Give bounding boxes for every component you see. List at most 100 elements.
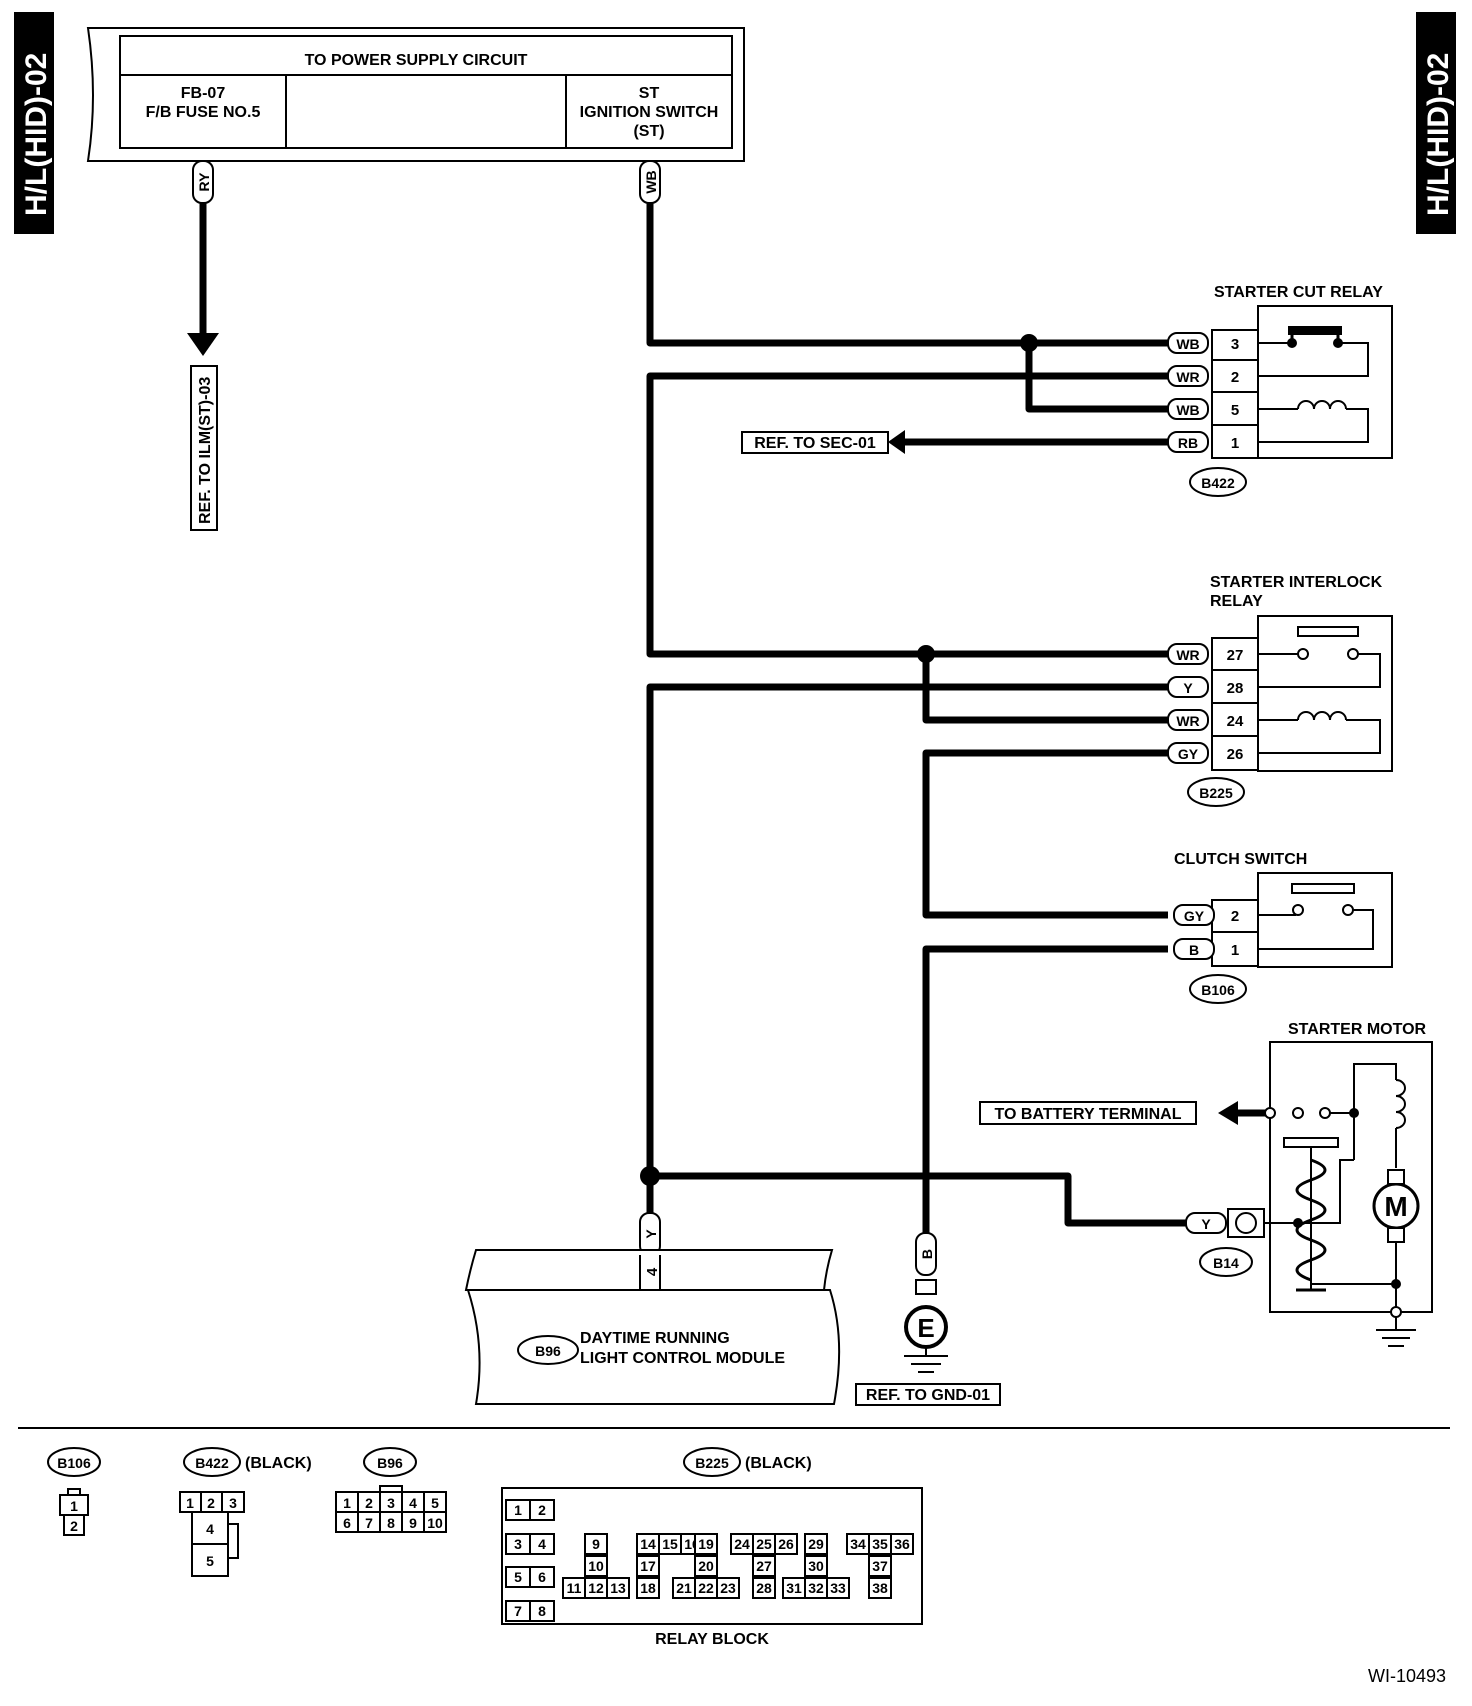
svg-text:H/L(HID)-02: H/L(HID)-02: [20, 53, 53, 216]
svg-text:1: 1: [343, 1495, 351, 1511]
relay-block-cell-27: [752, 1555, 776, 1577]
relay-block-cell-30: [804, 1555, 828, 1577]
relay-block-pin-label: 4: [538, 1536, 546, 1552]
svg-text:1: 1: [186, 1495, 194, 1511]
relay-block-cell-2: [529, 1499, 555, 1521]
svg-text:5: 5: [431, 1495, 439, 1511]
svg-text:1: 1: [1231, 435, 1239, 452]
svg-text:(BLACK): (BLACK): [245, 1455, 312, 1472]
wire-wb-branch: [1025, 343, 1168, 413]
relay-block-pin-label: 6: [538, 1569, 546, 1585]
relay-block-cell-23: [716, 1577, 740, 1599]
drl-label-1: DAYTIME RUNNING: [580, 1330, 730, 1347]
relay-block-pin-label: 13: [610, 1580, 626, 1596]
svg-text:STARTER INTERLOCK: STARTER INTERLOCK: [1210, 574, 1383, 591]
relay-block-cell-37: [868, 1555, 892, 1577]
b14-connector-label: B14: [1213, 1255, 1239, 1271]
junction-wr: [917, 645, 935, 663]
svg-text:3: 3: [1231, 336, 1239, 353]
relay-block-pin-label: 10: [588, 1558, 604, 1574]
legend-b96: B96 1 2 3 4 5 6 7 8 9 10: [335, 1447, 447, 1533]
svg-text:2: 2: [70, 1518, 78, 1534]
svg-text:WB: WB: [1176, 402, 1199, 418]
fuse-label-1: FB-07: [181, 85, 226, 102]
relay-block-pin-label: 37: [872, 1558, 888, 1574]
ref-ilm-label: REF. TO ILM(ST)-03: [190, 365, 218, 531]
b96-connector-label: B96: [535, 1343, 561, 1359]
relay-block-cell-26: [774, 1533, 798, 1555]
relay-block-cell-31: [782, 1577, 806, 1599]
svg-text:3: 3: [229, 1495, 237, 1511]
svg-text:1: 1: [70, 1498, 78, 1514]
figure-id: WI-10493: [1368, 1666, 1446, 1686]
svg-text:2: 2: [1231, 369, 1239, 386]
relay-block-pin-label: 29: [808, 1536, 824, 1552]
svg-text:RY: RY: [196, 172, 212, 192]
relay-block-cell-8: [529, 1600, 555, 1622]
power-supply-title: TO POWER SUPPLY CIRCUIT: [305, 52, 528, 69]
relay-block-pin-label: 7: [514, 1603, 522, 1619]
svg-text:Y: Y: [1183, 680, 1193, 696]
svg-text:WR: WR: [1176, 647, 1199, 663]
relay-block-pin-label: 20: [698, 1558, 714, 1574]
ground-connection: B E REF. TO GND-01: [855, 1232, 1001, 1406]
relay-block-pin-label: 23: [720, 1580, 736, 1596]
ref-sec-label: REF. TO SEC-01: [741, 431, 889, 454]
relay-block-pin-label: 31: [786, 1580, 802, 1596]
wire-wr-24: [922, 654, 1168, 724]
ignition-label-2: IGNITION SWITCH: [580, 104, 719, 121]
relay-block-pin-label: 26: [778, 1536, 794, 1552]
relay-block-pin-label: 3: [514, 1536, 522, 1552]
page-tag-left: H/L(HID)-02: [14, 12, 54, 234]
wire-y-main: [646, 683, 1168, 1213]
svg-text:27: 27: [1227, 647, 1244, 664]
relay-block-cell-10: [584, 1555, 608, 1577]
relay-block-cell-28: [752, 1577, 776, 1599]
motor-symbol: M: [1384, 1191, 1407, 1222]
starter-cut-relay: STARTER CUT RELAY WB WR WB RB 3 2 5 1 B4…: [1167, 284, 1393, 497]
relay-block-pin-label: 22: [698, 1580, 714, 1596]
relay-block-pin-label: 35: [872, 1536, 888, 1552]
svg-text:CLUTCH SWITCH: CLUTCH SWITCH: [1174, 851, 1307, 868]
svg-text:RB: RB: [1178, 435, 1198, 451]
svg-text:4: 4: [409, 1495, 417, 1511]
legend-b106: B106 1 2: [47, 1447, 101, 1536]
relay-block-cell-11: [562, 1577, 586, 1599]
fuse-label-2: F/B FUSE NO.5: [146, 104, 261, 121]
svg-text:REF. TO SEC-01: REF. TO SEC-01: [754, 435, 876, 452]
relay-block-cell-36: [890, 1533, 914, 1555]
svg-text:B225: B225: [695, 1455, 729, 1471]
svg-text:B: B: [919, 1249, 935, 1259]
relay-block-pin-label: 34: [850, 1536, 866, 1552]
ry-wire: RY: [187, 160, 219, 356]
svg-text:B: B: [1189, 942, 1199, 958]
clutch-switch: CLUTCH SWITCH GY B 2 1 B106: [1173, 851, 1393, 1004]
svg-text:RELAY: RELAY: [1210, 593, 1263, 610]
svg-text:WB: WB: [1176, 336, 1199, 352]
relay-block-cell-33: [826, 1577, 850, 1599]
wire-wb-main: [646, 203, 1168, 347]
relay-block-pin-label: 2: [538, 1502, 546, 1518]
svg-text:2: 2: [365, 1495, 373, 1511]
svg-text:WB: WB: [643, 170, 659, 193]
ignition-label-3: (ST): [633, 123, 664, 140]
wire-wr: [646, 372, 1168, 658]
starter-interlock-relay: STARTER INTERLOCK RELAY WR Y WR GY 27 28…: [1167, 574, 1393, 807]
relay-block-pin-label: 25: [756, 1536, 772, 1552]
svg-text:1: 1: [1231, 942, 1239, 959]
relay-block-pin-label: 38: [872, 1580, 888, 1596]
b106-connector-label: B106: [1201, 982, 1235, 998]
relay-block-pin-label: 28: [756, 1580, 772, 1596]
svg-text:REF. TO ILM(ST)-03: REF. TO ILM(ST)-03: [197, 377, 214, 524]
starter-cut-relay-title: STARTER CUT RELAY: [1214, 284, 1383, 301]
svg-text:26: 26: [1227, 746, 1244, 763]
relay-block-pin-label: 17: [640, 1558, 656, 1574]
relay-block-cell-17: [636, 1555, 660, 1577]
svg-text:28: 28: [1227, 680, 1244, 697]
b422-connector-label: B422: [1201, 475, 1235, 491]
svg-text:WR: WR: [1176, 369, 1199, 385]
wire-y-starter: [650, 1172, 1186, 1227]
svg-text:4: 4: [206, 1521, 214, 1537]
svg-text:WR: WR: [1176, 713, 1199, 729]
